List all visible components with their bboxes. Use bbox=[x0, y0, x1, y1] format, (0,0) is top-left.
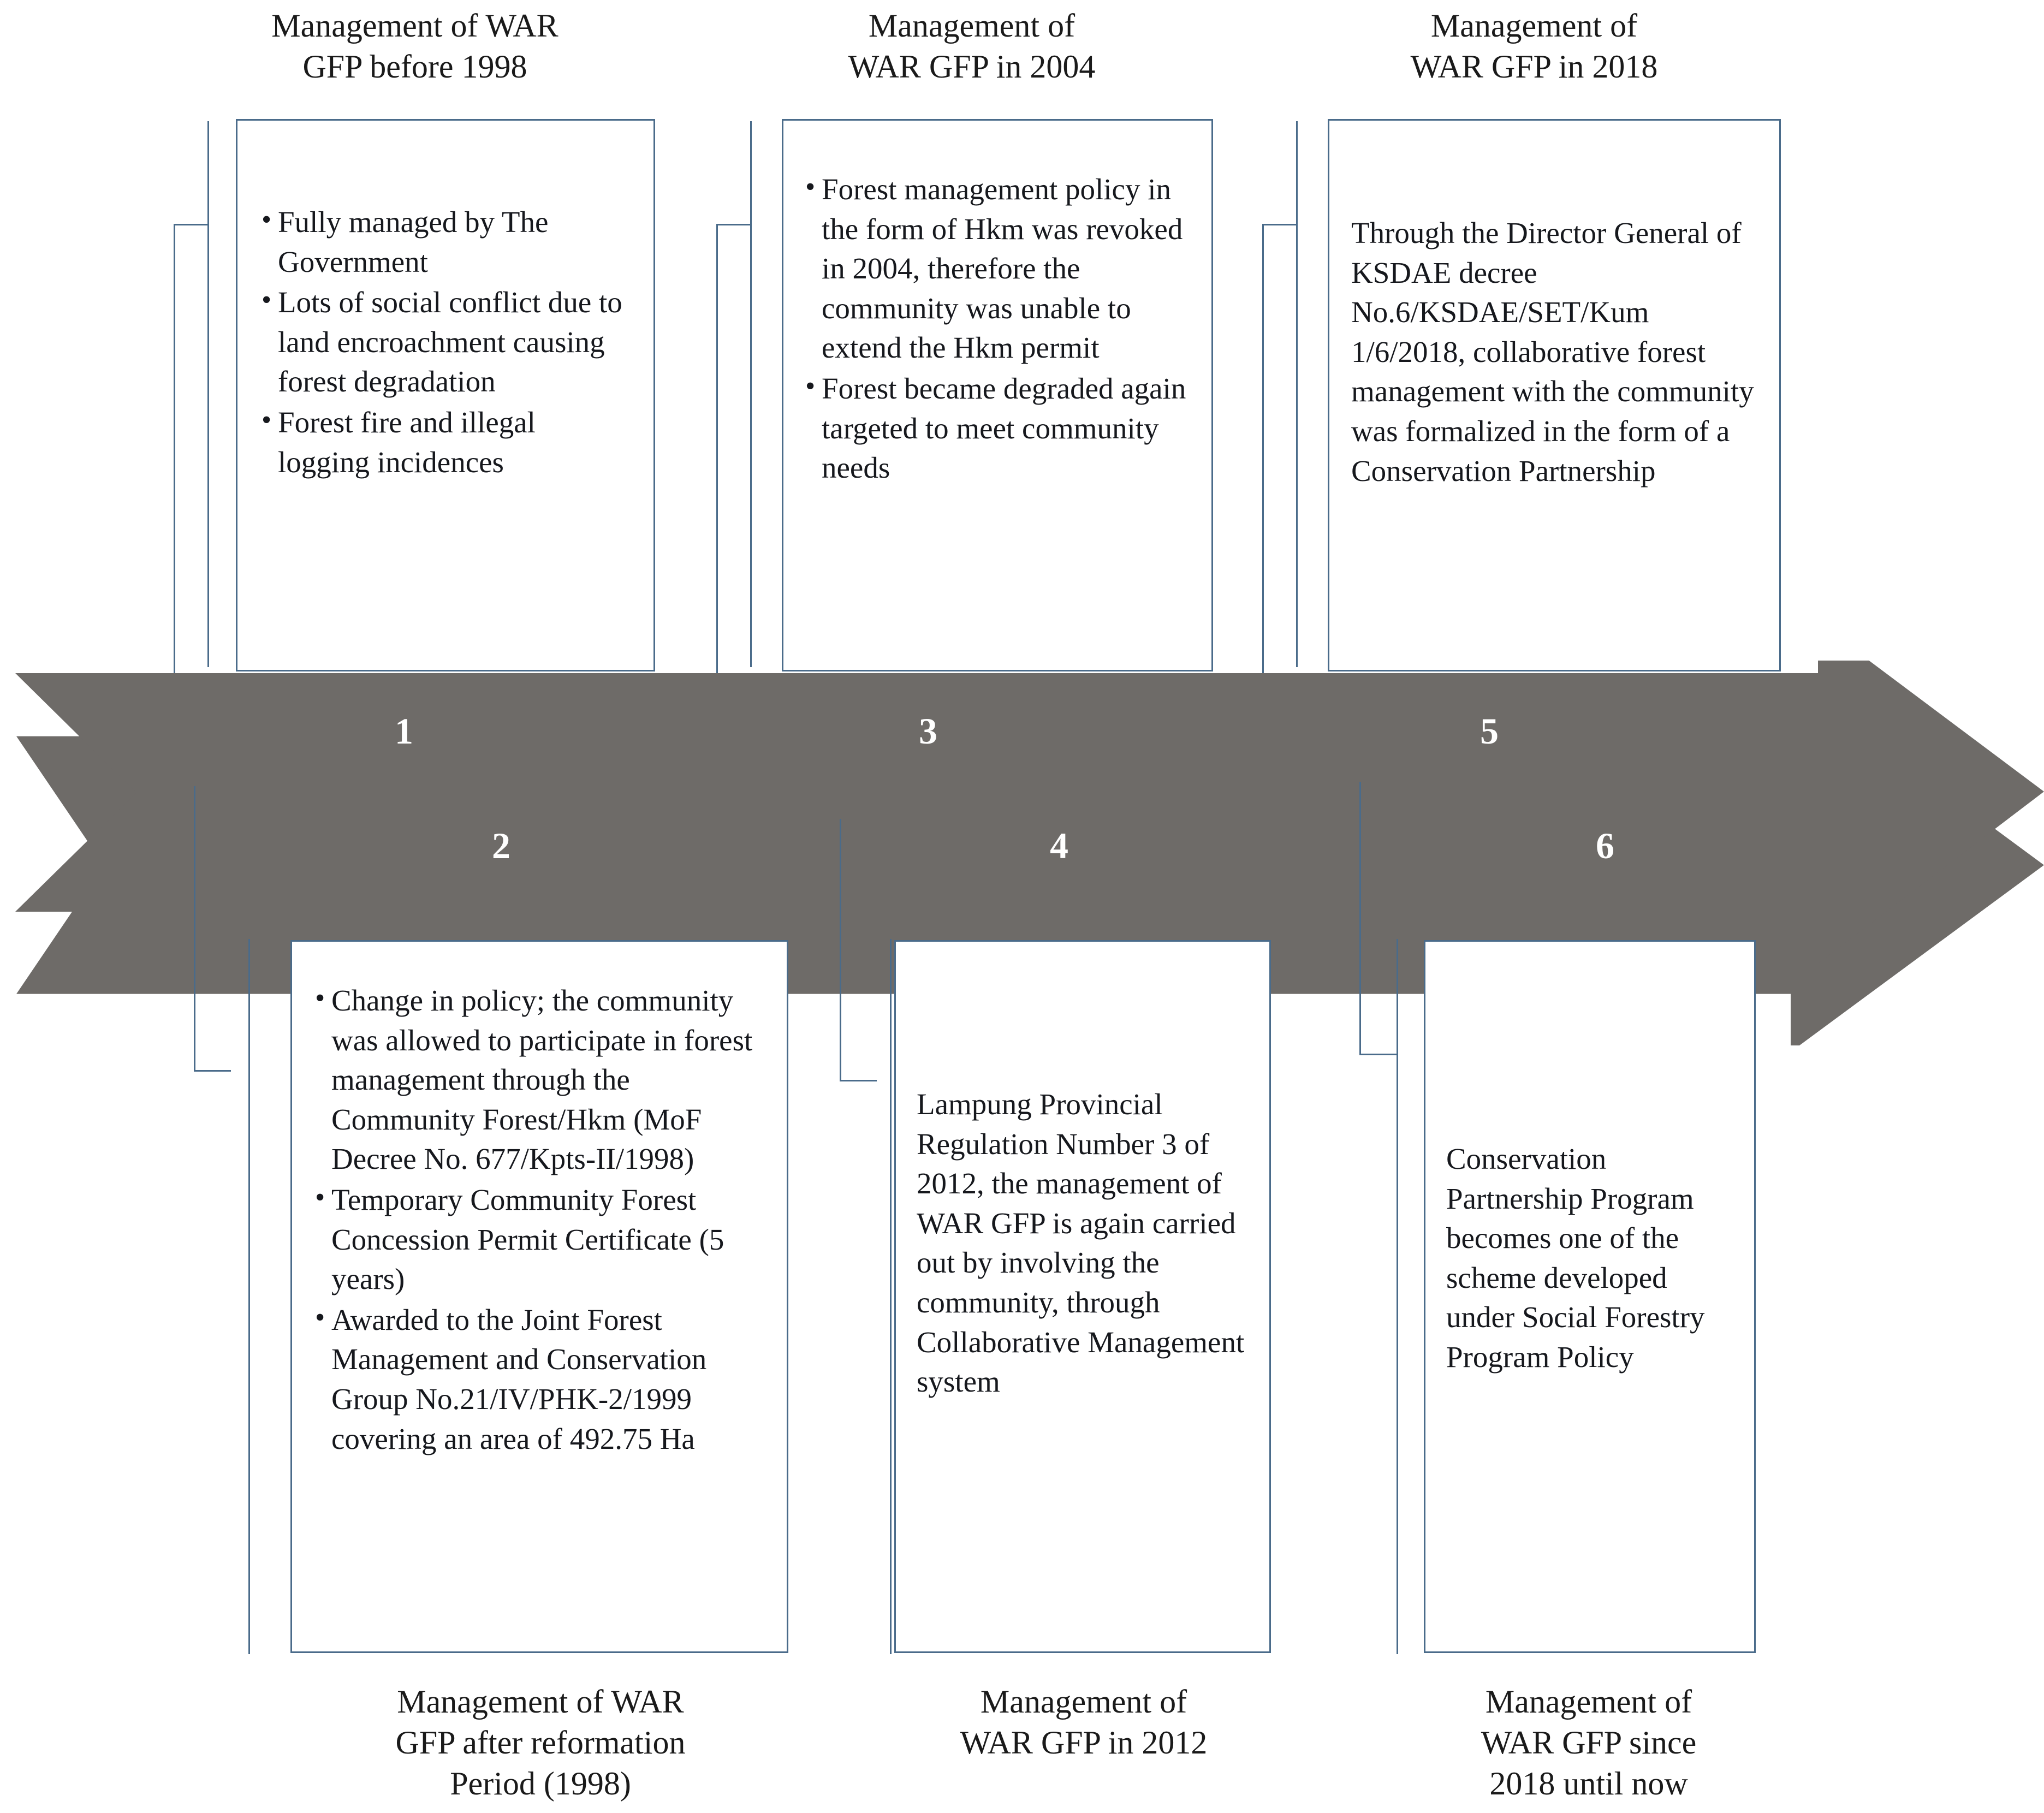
connector-5-outer bbox=[1262, 224, 1264, 835]
box-2-item-2: Awarded to the Joint Forest Management a… bbox=[313, 1299, 767, 1459]
connector-5-outer-h bbox=[1262, 224, 1296, 225]
box-3-item-0: Forest management policy in the form of … bbox=[803, 169, 1190, 368]
box-3: Forest management policy in the form of … bbox=[782, 119, 1213, 671]
connector-3-inner bbox=[750, 121, 752, 667]
heading-bottom-4: Management of WAR GFP in 2012 bbox=[960, 1684, 1208, 1761]
connector-3-outer bbox=[716, 224, 718, 753]
box-3-item-1: Forest became degraded again targeted to… bbox=[803, 368, 1190, 488]
timeline-arrow-shape bbox=[15, 661, 2044, 964]
box-1-list: Fully managed by The Government Lots of … bbox=[259, 201, 632, 482]
connector-2-inner bbox=[248, 939, 250, 1654]
box-6-text: Conservation Partnership Program becomes… bbox=[1446, 1142, 1705, 1374]
box-4-text: Lampung Provincial Regulation Number 3 o… bbox=[917, 1087, 1245, 1399]
box-1-item-0: Fully managed by The Government bbox=[259, 201, 632, 282]
heading-bottom-2: Management of WAR GFP after reformation … bbox=[395, 1684, 686, 1802]
connector-6-outer bbox=[1359, 782, 1361, 1055]
connector-4-inner bbox=[890, 939, 892, 1654]
box-4: Lampung Provincial Regulation Number 3 o… bbox=[894, 940, 1271, 1653]
box-2-list: Change in policy; the community was allo… bbox=[313, 980, 767, 1459]
box-2-item-0: Change in policy; the community was allo… bbox=[313, 980, 767, 1179]
arrow-number-2: 2 bbox=[492, 825, 510, 866]
arrow-number-6: 6 bbox=[1596, 825, 1614, 866]
arrow-number-1: 1 bbox=[395, 710, 413, 752]
connector-4-outer-h bbox=[840, 1080, 877, 1081]
box-5-text: Through the Director General of KSDAE de… bbox=[1351, 216, 1754, 488]
box-1-item-1: Lots of social conflict due to land encr… bbox=[259, 282, 632, 402]
arrow-number-4: 4 bbox=[1050, 825, 1068, 866]
box-1-item-2: Forest fire and illegal logging incidenc… bbox=[259, 402, 632, 482]
connector-3-outer-h bbox=[716, 224, 750, 225]
connector-1-outer-h bbox=[174, 224, 207, 225]
box-2: Change in policy; the community was allo… bbox=[290, 940, 788, 1653]
connector-4-outer bbox=[840, 819, 841, 1081]
connector-1-outer bbox=[174, 224, 175, 753]
heading-top-3: Management of WAR GFP in 2004 bbox=[848, 8, 1096, 85]
connector-2-outer-h bbox=[194, 1070, 231, 1072]
heading-top-1: Management of WAR GFP before 1998 bbox=[271, 8, 558, 85]
box-5: Through the Director General of KSDAE de… bbox=[1328, 119, 1781, 671]
arrow-number-3: 3 bbox=[919, 710, 937, 752]
box-2-item-1: Temporary Community Forest Concession Pe… bbox=[313, 1179, 767, 1299]
box-1: Fully managed by The Government Lots of … bbox=[236, 119, 655, 671]
box-6: Conservation Partnership Program becomes… bbox=[1424, 940, 1756, 1653]
connector-6-outer-h bbox=[1359, 1054, 1397, 1055]
arrow-number-5: 5 bbox=[1480, 710, 1499, 752]
connector-6-inner bbox=[1397, 939, 1398, 1654]
heading-top-5: Management of WAR GFP in 2018 bbox=[1410, 8, 1658, 85]
connector-2-outer bbox=[194, 786, 195, 1071]
connector-1-inner bbox=[207, 121, 209, 667]
connector-5-inner bbox=[1296, 121, 1298, 667]
box-3-list: Forest management policy in the form of … bbox=[803, 169, 1190, 488]
heading-bottom-6: Management of WAR GFP since 2018 until n… bbox=[1481, 1684, 1697, 1802]
